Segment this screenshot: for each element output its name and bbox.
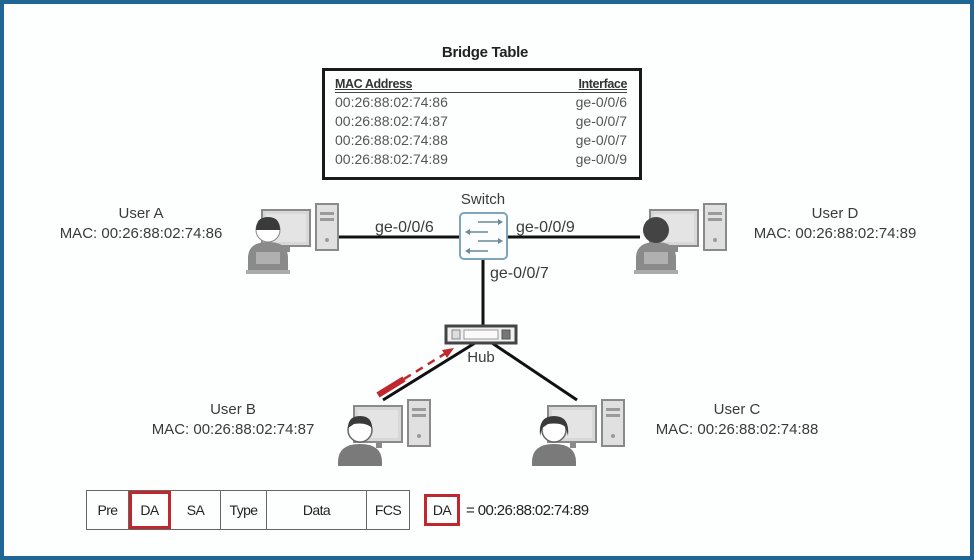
row-mac: 00:26:88:02:74:86: [335, 94, 448, 110]
frame-field-data: Data: [267, 491, 367, 529]
port-label-right: ge-0/0/9: [516, 219, 575, 236]
user-d-workstation-icon[interactable]: [634, 203, 727, 274]
link-hub-userb: [382, 341, 476, 402]
bridge-table-title: Bridge Table: [441, 44, 529, 61]
table-row: 00:26:88:02:74:86 ge-0/0/6: [335, 93, 627, 112]
header-interface: Interface: [578, 77, 627, 91]
user-b-label: User B MAC: 00:26:88:02:74:87: [122, 400, 344, 440]
header-mac-address: MAC Address: [335, 77, 413, 91]
frame-field-da: DA: [129, 491, 171, 529]
frame-field-fcs: FCS: [374, 502, 402, 518]
table-row: 00:26:88:02:74:88 ge-0/0/7: [335, 131, 627, 150]
table-row: 00:26:88:02:74:87 ge-0/0/7: [335, 112, 627, 131]
user-b-mac: MAC: 00:26:88:02:74:87: [151, 421, 315, 438]
user-d-label: User D MAC: 00:26:88:02:74:89: [724, 204, 946, 244]
user-d-mac: MAC: 00:26:88:02:74:89: [753, 225, 917, 242]
user-b-workstation-icon[interactable]: [338, 399, 431, 466]
bridge-table-header: MAC Address Interface: [335, 77, 627, 93]
user-c-label: User C MAC: 00:26:88:02:74:88: [626, 400, 848, 440]
user-c-name: User C: [713, 401, 761, 418]
user-c-workstation-icon[interactable]: [532, 399, 625, 466]
frame-direction-arrow: [376, 348, 454, 398]
hub-icon[interactable]: [444, 324, 518, 345]
port-label-down: ge-0/0/7: [490, 265, 549, 282]
legend-da-box: DA: [424, 494, 460, 526]
user-b-name: User B: [210, 401, 256, 418]
user-a-label: User A MAC: 00:26:88:02:74:86: [30, 204, 252, 244]
user-a-workstation-icon[interactable]: [246, 203, 339, 274]
user-d-name: User D: [811, 205, 859, 222]
frame-field-sa: SA: [171, 491, 221, 529]
row-mac: 00:26:88:02:74:89: [335, 151, 448, 167]
ethernet-frame: Pre DA SA Type Data FCS: [86, 490, 410, 530]
legend-da-value: = 00:26:88:02:74:89: [466, 501, 589, 519]
table-row: 00:26:88:02:74:89 ge-0/0/9: [335, 150, 627, 169]
switch-label: Switch: [461, 191, 505, 208]
row-interface: ge-0/0/9: [575, 151, 627, 167]
switch-icon[interactable]: [459, 212, 508, 260]
row-interface: ge-0/0/7: [575, 113, 627, 129]
hub-label: Hub: [467, 349, 495, 366]
port-label-left: ge-0/0/6: [375, 219, 434, 236]
user-a-mac: MAC: 00:26:88:02:74:86: [59, 225, 223, 242]
frame-field-pre: Pre: [87, 491, 129, 529]
link-hub-userc: [491, 341, 578, 402]
row-interface: ge-0/0/7: [575, 132, 627, 148]
frame-field-type: Type: [221, 491, 267, 529]
row-mac: 00:26:88:02:74:88: [335, 132, 448, 148]
user-a-name: User A: [118, 205, 164, 222]
da-legend: DA = 00:26:88:02:74:89: [424, 494, 589, 526]
row-interface: ge-0/0/6: [575, 94, 627, 110]
bridge-table: MAC Address Interface 00:26:88:02:74:86 …: [322, 68, 642, 180]
row-mac: 00:26:88:02:74:87: [335, 113, 448, 129]
user-c-mac: MAC: 00:26:88:02:74:88: [655, 421, 819, 438]
